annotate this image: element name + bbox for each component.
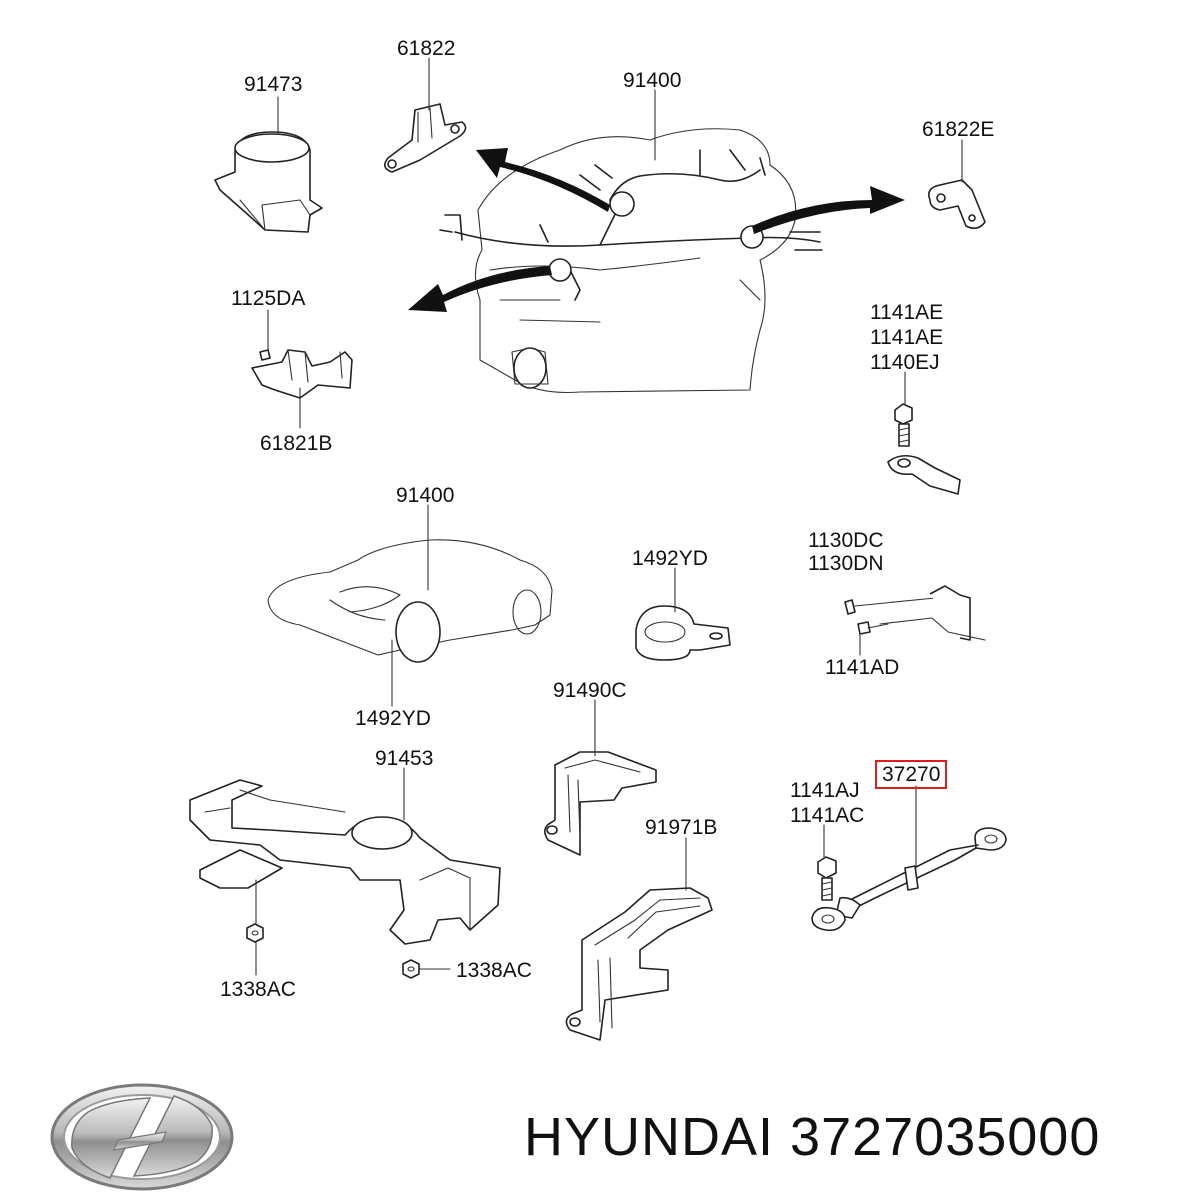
label-91490c: 91490C (553, 679, 627, 702)
part-91473-drawing (214, 131, 323, 233)
label-1492yd-clip: 1492YD (632, 547, 708, 570)
part-61822-drawing (384, 103, 467, 173)
label-91971b: 91971B (645, 816, 718, 839)
part-91971b-drawing (565, 887, 713, 1041)
label-1492yd-car: 1492YD (355, 707, 431, 730)
brand-part-number: HYUNDAI 3727035000 (524, 1110, 1100, 1164)
part-number: 3727035000 (790, 1107, 1101, 1167)
label-61822e: 61822E (922, 118, 995, 141)
hyundai-logo (50, 1083, 234, 1191)
label-61821b: 61821B (260, 432, 333, 455)
label-1141ae-2: 1141AE (870, 326, 944, 349)
part-91490c-drawing (544, 751, 657, 856)
label-1338ac-left: 1338AC (220, 978, 296, 1001)
leader-lines (255, 57, 963, 976)
label-1141ac: 1141AC (790, 804, 865, 827)
part-61822e-drawing (927, 179, 986, 230)
label-37270-highlighted: 37270 (874, 760, 948, 789)
label-61822: 61822 (397, 37, 456, 60)
bolt-terminal-drawing (887, 403, 961, 495)
label-91453: 91453 (375, 747, 434, 770)
label-1130dn: 1130DN (808, 552, 884, 575)
label-1141ae-1: 1141AE (870, 301, 944, 324)
label-1130dc: 1130DC (808, 529, 884, 552)
label-1140ej: 1140EJ (870, 351, 940, 374)
brand-name: HYUNDAI (524, 1107, 775, 1167)
part-61821b-drawing (251, 349, 353, 399)
engine-harness-drawing (408, 128, 905, 393)
label-1141aj: 1141AJ (790, 779, 860, 802)
label-1338ac-right: 1338AC (456, 959, 532, 982)
car-outline-drawing (267, 539, 553, 663)
label-91473: 91473 (244, 73, 303, 96)
part-1492yd-clip-drawing (635, 605, 731, 661)
part-91453-drawing (189, 779, 501, 945)
label-1141ad: 1141AD (825, 656, 900, 679)
part-1130dc-bracket-drawing (844, 585, 986, 641)
part-37270-cable-drawing (811, 827, 1007, 932)
label-91400-top: 91400 (623, 69, 682, 92)
label-1125da: 1125DA (231, 287, 306, 310)
nut-1338ac-drawing (246, 923, 420, 979)
label-91400-car: 91400 (396, 484, 455, 507)
